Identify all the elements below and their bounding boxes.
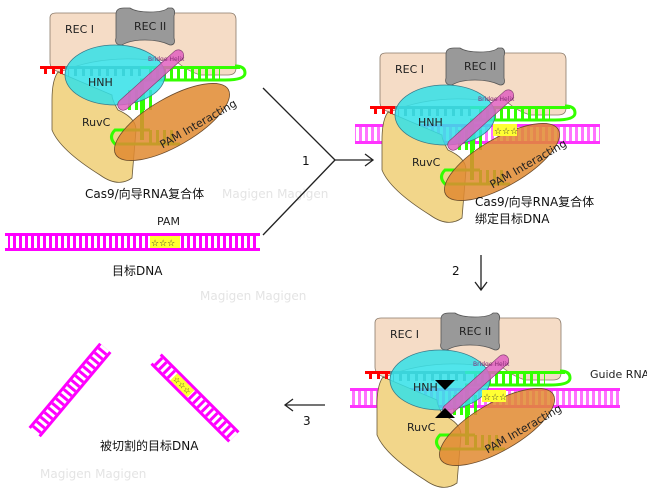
cut-site-top <box>435 380 455 390</box>
caption-cleaved-dna: 被切割的目标DNA <box>100 438 199 453</box>
pam-interacting-domain <box>114 83 230 161</box>
pam-site: ☆☆☆ ☆☆☆ <box>482 124 518 403</box>
rna-tip <box>365 371 390 374</box>
svg-text:☆☆☆: ☆☆☆ <box>151 239 175 249</box>
cleaved-dna-fragment-left <box>28 342 112 438</box>
complex-bound: REC I REC II RuvC HNH Bridge Helix PAM I… <box>355 47 600 223</box>
pam-interacting-domain <box>439 388 555 466</box>
caption-bound-1: Cas9/向导RNA复合体 <box>475 194 594 209</box>
guide-rna-label: Guide RNA <box>590 368 647 381</box>
ruvc-label: RuvC <box>82 116 111 129</box>
ruvc-label: RuvC <box>412 156 441 169</box>
ruvc-label: RuvC <box>407 421 436 434</box>
cleaved-dna-fragment-right: ☆☆☆ <box>150 353 240 443</box>
guide-rna-scaffold <box>140 66 240 69</box>
rec2-domain <box>115 7 176 46</box>
rec1-label: REC I <box>395 63 424 76</box>
pam-label: PAM <box>157 215 180 228</box>
caption-complex: Cas9/向导RNA复合体 <box>85 186 204 201</box>
svg-text:☆☆☆: ☆☆☆ <box>494 127 518 137</box>
hnh-label: HNH <box>88 76 113 89</box>
rna-tip <box>370 106 395 109</box>
bridge-helix <box>447 89 515 151</box>
bridge-helix-label: Bridge Helix <box>148 56 185 63</box>
complex-free: REC I REC II RuvC HNH Bridge Helix PAM I… <box>40 7 247 183</box>
step1-arrow <box>262 87 375 236</box>
cas9-complex: REC I REC II RuvC HNH Bridge Helix PAM I… <box>365 312 572 488</box>
guide-rna-scaffold <box>465 371 565 374</box>
hnh-label: HNH <box>413 381 438 394</box>
watermark: Magigen Magigen <box>222 187 328 201</box>
rec1-label: REC I <box>65 23 94 36</box>
cut-site-bottom <box>435 408 455 418</box>
hnh-label: HNH <box>418 116 443 129</box>
pam-interacting-domain <box>444 123 560 201</box>
watermark: Magigen Magigen <box>40 467 146 481</box>
rec1-label: REC I <box>390 328 419 341</box>
step3-arrow <box>283 398 325 412</box>
bridge-helix-label: Bridge Helix <box>473 361 510 368</box>
watermark: Magigen Magigen <box>200 289 306 303</box>
rec2-domain <box>445 47 506 86</box>
rec2-label: REC II <box>459 325 491 338</box>
rec2-label: REC II <box>464 60 496 73</box>
svg-text:☆☆☆: ☆☆☆ <box>483 393 507 403</box>
bridge-helix <box>117 49 185 111</box>
step2-arrow <box>474 255 488 292</box>
guide-rna-scaffold <box>470 106 570 109</box>
step2-label: 2 <box>452 264 460 278</box>
step1-label: 1 <box>302 154 310 168</box>
caption-bound-2: 绑定目标DNA <box>475 211 550 226</box>
ruvc-domain <box>51 71 137 183</box>
bridge-helix-label: Bridge Helix <box>478 96 515 103</box>
rec2-domain <box>440 312 501 351</box>
caption-target-dna: 目标DNA <box>112 264 163 278</box>
target-dna: ☆☆☆ <box>5 233 260 251</box>
cas9-complex: REC I REC II RuvC HNH Bridge Helix PAM I… <box>370 47 577 223</box>
ruvc-domain <box>381 111 467 223</box>
rna-tip <box>40 66 65 69</box>
cas9-complex: REC I REC II RuvC HNH Bridge Helix PAM I… <box>40 7 247 183</box>
step3-label: 3 <box>303 414 311 428</box>
rec2-label: REC II <box>134 20 166 33</box>
